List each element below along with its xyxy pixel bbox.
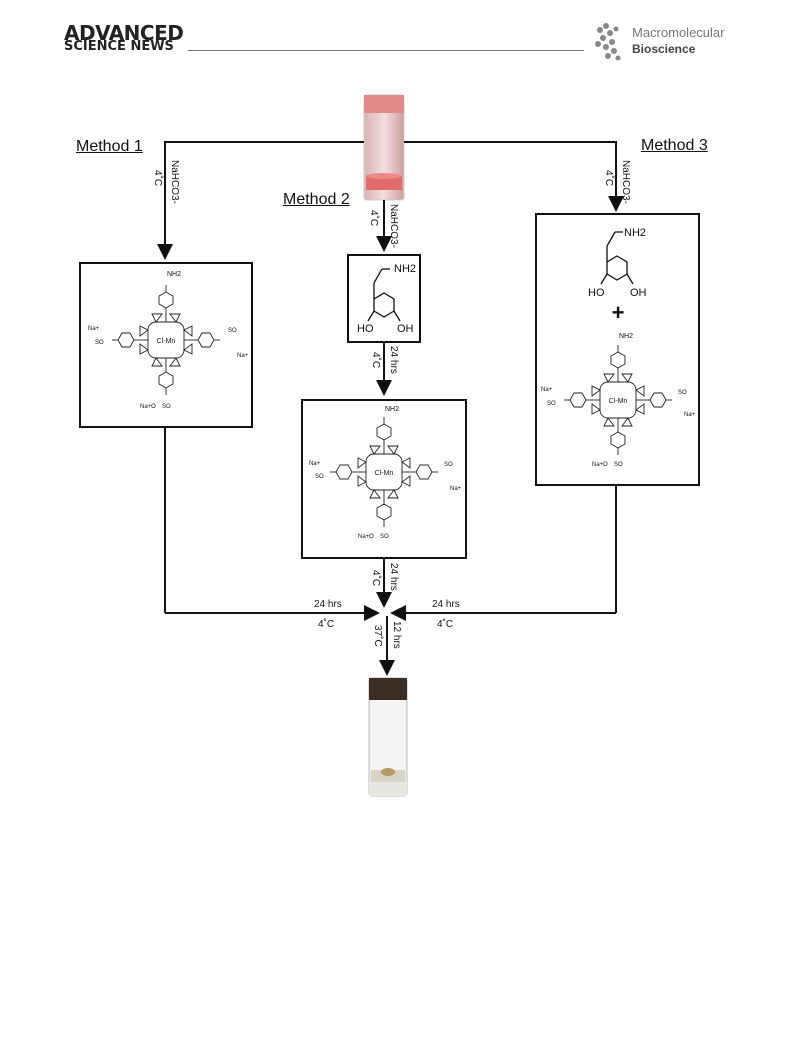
m1-nh2-label: NH2 bbox=[167, 271, 181, 278]
m3-converge-temp-label: 4˚C bbox=[437, 619, 454, 630]
m3-na-bottom: Na+O bbox=[592, 462, 608, 468]
porphyrin-structure-method-1 bbox=[112, 285, 220, 395]
final-vial-image bbox=[368, 677, 408, 797]
m2-step2-temp-label: 4˚C bbox=[370, 352, 381, 369]
m2-nh2-label: NH2 bbox=[385, 406, 399, 413]
m1-so-bottom: SO bbox=[162, 404, 171, 410]
m1-converge-time-label: 24 hrs bbox=[314, 599, 342, 610]
m3-so-bottom: SO bbox=[614, 462, 623, 468]
m3-na-right: Na+ bbox=[684, 412, 696, 418]
m3-plus-sign: + bbox=[612, 300, 625, 325]
m3-metal-label: Cl-Mn bbox=[609, 398, 628, 405]
m1-so-right: SO bbox=[228, 328, 237, 334]
m2-na-bottom: Na+O bbox=[358, 534, 374, 540]
m1-na-bottom: Na+O bbox=[140, 404, 156, 410]
m2-na-right: Na+ bbox=[450, 486, 462, 492]
m3-dopamine-nh2: NH2 bbox=[624, 227, 646, 239]
m3-dopamine-oh: OH bbox=[630, 287, 647, 299]
m3-so-right: SO bbox=[678, 390, 687, 396]
journal-name-line1: Macromolecular bbox=[632, 25, 725, 40]
m2-na-left: Na+ bbox=[309, 461, 321, 467]
dopamine-structure-method-2 bbox=[367, 268, 401, 322]
method-3-label: Method 3 bbox=[641, 137, 708, 154]
m1-so-left: SO bbox=[95, 340, 104, 346]
m2-so-bottom: SO bbox=[380, 534, 389, 540]
m3-dopamine-ho: HO bbox=[588, 287, 605, 299]
m3-converge-time-label: 24 hrs bbox=[432, 599, 460, 610]
m3-so-left: SO bbox=[547, 401, 556, 407]
m2-nahco3-label: NaHCO3- bbox=[388, 204, 399, 248]
final-temp-label: 37˚C bbox=[372, 625, 383, 647]
m2-so-right: SO bbox=[444, 462, 453, 468]
journal-logo-icon bbox=[595, 23, 621, 61]
dopamine-structure-method-3 bbox=[600, 231, 634, 285]
m2-temp-label: 4˚C bbox=[368, 210, 379, 227]
starting-vial-image bbox=[363, 94, 405, 201]
porphyrin-structure-method-3 bbox=[564, 345, 672, 455]
m3-temp-label: 4˚C bbox=[603, 170, 614, 187]
m2-step2-time-label: 24 hrs bbox=[388, 346, 399, 374]
brand-logo-advanced: ADVANCED bbox=[64, 21, 184, 45]
m1-temp-label: 4˚C bbox=[152, 170, 163, 187]
m2-dopamine-oh: OH bbox=[397, 323, 414, 335]
m3-na-left: Na+ bbox=[541, 387, 553, 393]
m2-step3-time-label: 24 hrs bbox=[388, 563, 399, 591]
m1-na-right: Na+ bbox=[237, 353, 249, 359]
m1-nahco3-label: NaHCO3- bbox=[169, 160, 180, 204]
porphyrin-structure-method-2 bbox=[330, 417, 438, 527]
m3-nahco3-label: NaHCO3- bbox=[620, 160, 631, 204]
method-2-label: Method 2 bbox=[283, 191, 350, 208]
m2-metal-label: Cl-Mn bbox=[375, 470, 394, 477]
m1-na-left: Na+ bbox=[88, 326, 100, 332]
m2-so-left: SO bbox=[315, 474, 324, 480]
m1-converge-temp-label: 4˚C bbox=[318, 619, 335, 630]
header-rule bbox=[188, 50, 584, 51]
journal-name-line2: Bioscience bbox=[632, 42, 696, 56]
final-time-label: 12 hrs bbox=[391, 621, 402, 649]
m2-step3-temp-label: 4˚C bbox=[370, 570, 381, 587]
m1-metal-label: Cl-Mn bbox=[157, 338, 176, 345]
method-1-label: Method 1 bbox=[76, 138, 143, 155]
brand-logo-science-news: SCIENCE NEWS bbox=[64, 39, 174, 54]
m3-nh2-label: NH2 bbox=[619, 333, 633, 340]
m2-dopamine-nh2: NH2 bbox=[394, 263, 416, 275]
m2-dopamine-ho: HO bbox=[357, 323, 374, 335]
box-method-3-mixture bbox=[535, 213, 700, 486]
